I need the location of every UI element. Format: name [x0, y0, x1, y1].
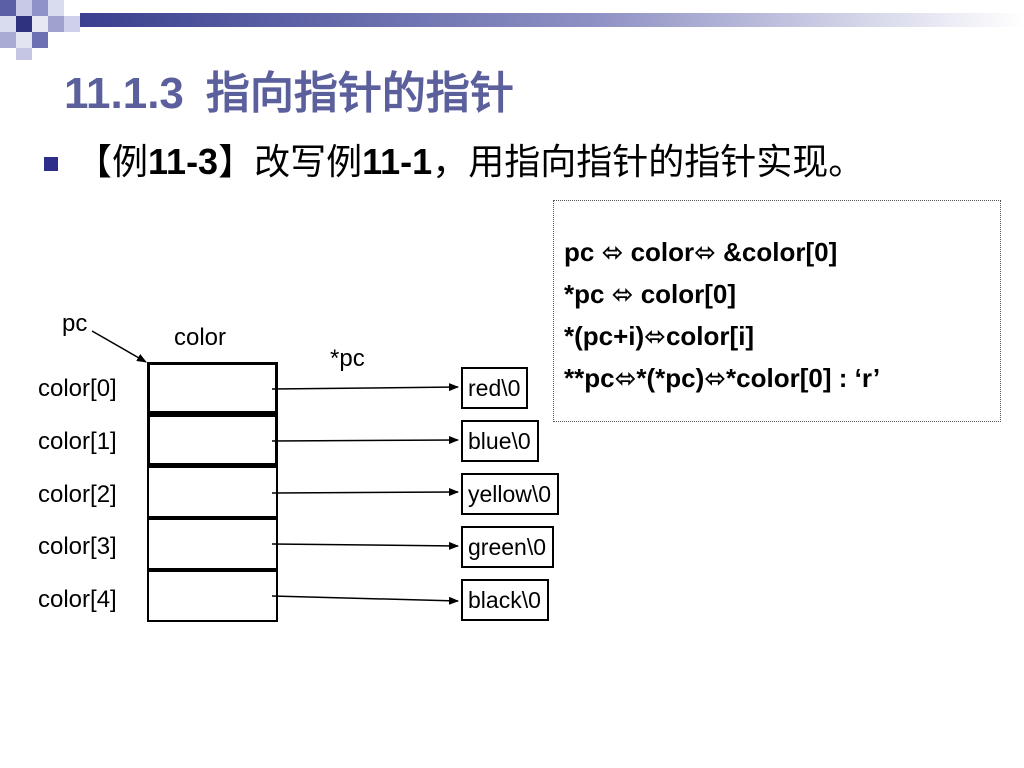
deref-pc-label: *pc — [330, 345, 365, 372]
element-label: color[0] — [38, 375, 117, 402]
element-arrow — [271, 541, 459, 550]
example-id: 11-3 — [148, 141, 219, 182]
bullet-square-icon — [44, 157, 58, 171]
title-text: 指向指针的指针 — [205, 69, 514, 118]
array-cell — [147, 362, 278, 414]
corner-decoration — [0, 0, 1024, 60]
pointer-equivalence-box: pc ⬄ color⬄ &color[0] *pc ⬄ color[0] *(p… — [553, 200, 1001, 422]
pc-arrow — [91, 330, 147, 363]
element-label: color[3] — [38, 533, 117, 560]
element-arrow — [271, 488, 459, 497]
bullet-mid: 】改写例 — [218, 141, 363, 182]
array-cell — [147, 570, 278, 622]
array-cell — [147, 466, 278, 518]
element-arrow — [271, 436, 459, 445]
array-cell — [147, 414, 278, 466]
code-line: *pc ⬄ color[0] — [564, 279, 737, 309]
element-arrow — [271, 595, 459, 605]
color-label: color — [174, 324, 227, 351]
string-box: blue\0 — [461, 420, 539, 462]
pc-label: pc — [62, 310, 88, 337]
element-label: color[2] — [38, 481, 117, 508]
array-cell — [147, 518, 278, 570]
code-line: **pc⬄*(*pc)⬄*color[0] : ‘r’ — [564, 363, 881, 393]
code-line: *(pc+i)⬄color[i] — [564, 321, 755, 351]
string-box: red\0 — [461, 367, 529, 409]
section-number: 11.1.3 — [64, 69, 184, 118]
bullet-text: 【例11-3】改写例11-1，用指向指针的指针实现。 — [76, 138, 996, 186]
code-line: pc ⬄ color⬄ &color[0] — [564, 237, 838, 267]
string-box: green\0 — [461, 526, 555, 568]
bullet-prefix: 【例 — [76, 141, 149, 182]
element-label: color[1] — [38, 428, 117, 455]
ref-example-id: 11-1 — [362, 141, 433, 182]
element-arrow — [271, 383, 459, 392]
slide-title: 11.1.3 指向指针的指针 — [64, 64, 514, 124]
bullet-suffix: ，用指向指针的指针实现。 — [432, 141, 865, 182]
string-box: black\0 — [461, 579, 549, 621]
string-box: yellow\0 — [461, 473, 560, 515]
element-label: color[4] — [38, 586, 117, 613]
